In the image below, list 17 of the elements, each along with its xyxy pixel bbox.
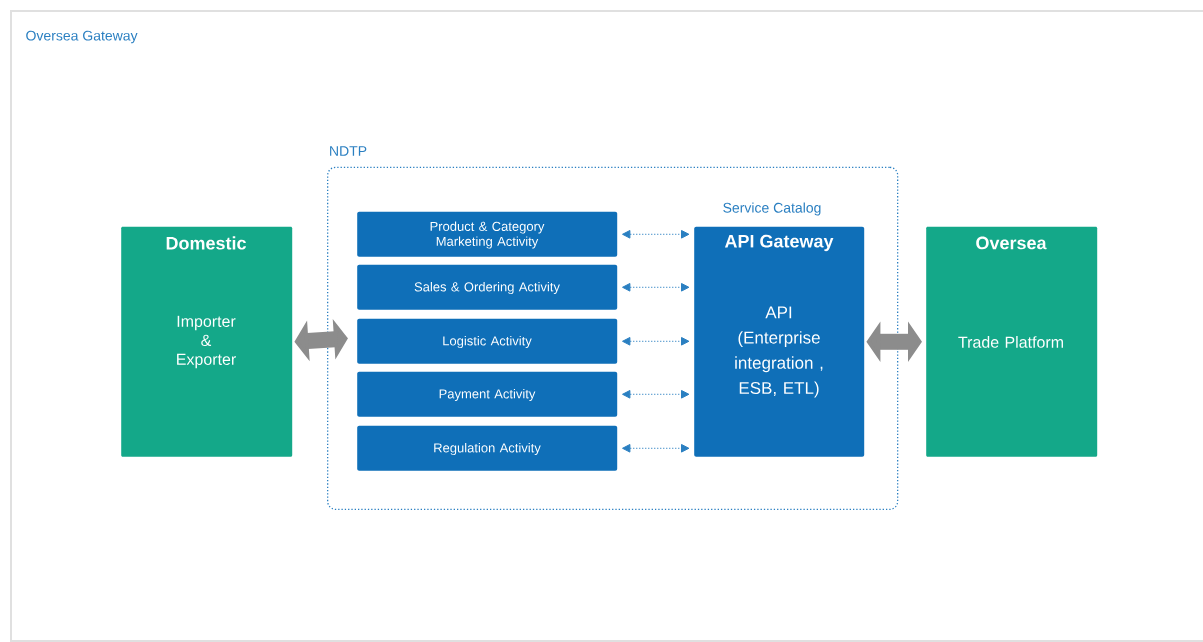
block-arrow bbox=[866, 321, 922, 363]
activity-box: Product & Category Marketing Activity bbox=[357, 211, 618, 257]
activity-box: Logistic Activity bbox=[357, 318, 618, 364]
arrow bbox=[622, 337, 690, 346]
activity-box: Payment Activity bbox=[357, 371, 618, 417]
party-box: Oversea Trade Platform bbox=[926, 226, 1098, 457]
arrow bbox=[622, 444, 690, 453]
arrow bbox=[622, 282, 690, 292]
node-label: Service Catalog bbox=[723, 202, 821, 216]
party-box: Domestic Importer & Exporter bbox=[121, 226, 293, 457]
activity-box: Sales & Ordering Activity bbox=[357, 264, 618, 310]
node-label: NDTP bbox=[330, 146, 367, 156]
arrow bbox=[622, 389, 690, 399]
block-arrow bbox=[294, 318, 348, 362]
activity-box: Regulation Activity bbox=[357, 425, 618, 471]
gateway-box: Service Catalog API Gateway API (Enterprise integration , ESB, ETL) bbox=[694, 202, 865, 457]
arrow bbox=[622, 230, 690, 239]
